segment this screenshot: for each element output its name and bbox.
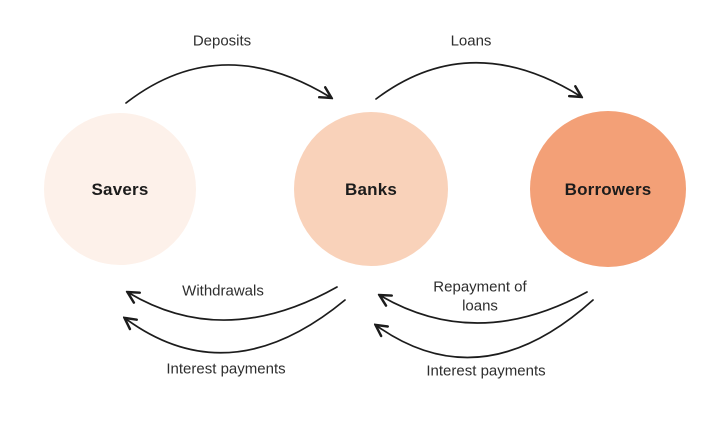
loans-label: Loans <box>450 32 492 50</box>
savers-label: Savers <box>91 180 149 199</box>
banks-circle <box>294 112 448 266</box>
interest-payments-savers-label: Interest payments <box>166 360 286 378</box>
interest-payments-banks-arrow <box>377 299 594 359</box>
deposits-label: Deposits <box>192 32 252 50</box>
interest-payments-banks-label: Interest payments <box>426 362 546 380</box>
withdrawals-arrow <box>129 286 338 321</box>
deposits-arrow <box>125 64 330 104</box>
interest-payments-savers-arrow <box>126 299 346 354</box>
repayment-of-loans-arrow <box>381 291 588 324</box>
borrowers-circle <box>530 111 686 267</box>
borrowers-label: Borrowers <box>564 180 652 199</box>
repayment-of-loans-label: Repayment of loans <box>433 278 527 314</box>
loans-arrow <box>375 61 580 100</box>
banks-label: Banks <box>344 180 398 199</box>
withdrawals-label: Withdrawals <box>182 282 264 300</box>
savers-circle <box>44 113 196 265</box>
